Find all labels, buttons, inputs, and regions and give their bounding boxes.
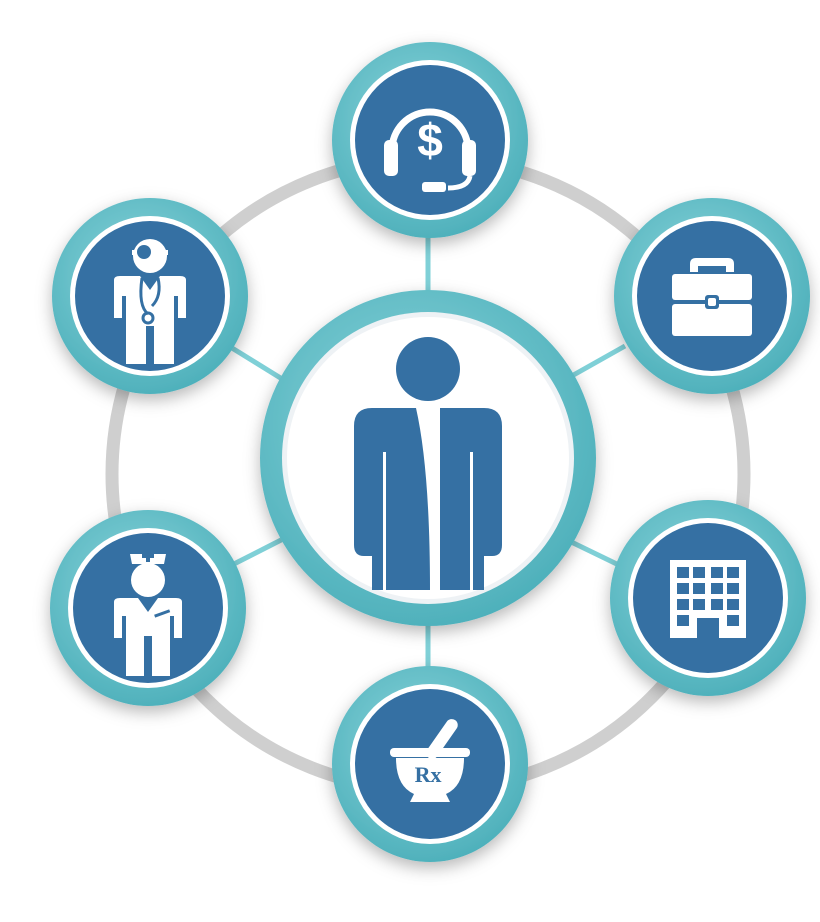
svg-text:$: $	[417, 114, 443, 166]
briefcase-node	[614, 198, 810, 394]
briefcase-icon	[672, 258, 752, 336]
rx-label: Rx	[415, 762, 442, 787]
nurse-icon	[114, 550, 182, 676]
hospital-node	[610, 500, 806, 696]
patient-person-icon	[354, 337, 502, 590]
pharmacy-node: Rx	[332, 666, 528, 862]
doctor-stethoscope-icon	[114, 239, 186, 364]
hospital-building-icon	[670, 560, 746, 638]
pharmacy-mortar-pestle-rx-icon	[390, 719, 470, 802]
billing-node: $	[332, 42, 528, 238]
billing-headset-dollar-icon	[384, 108, 476, 192]
nurse-node	[50, 510, 246, 706]
doctor-node	[52, 198, 248, 394]
center-node	[260, 290, 596, 626]
